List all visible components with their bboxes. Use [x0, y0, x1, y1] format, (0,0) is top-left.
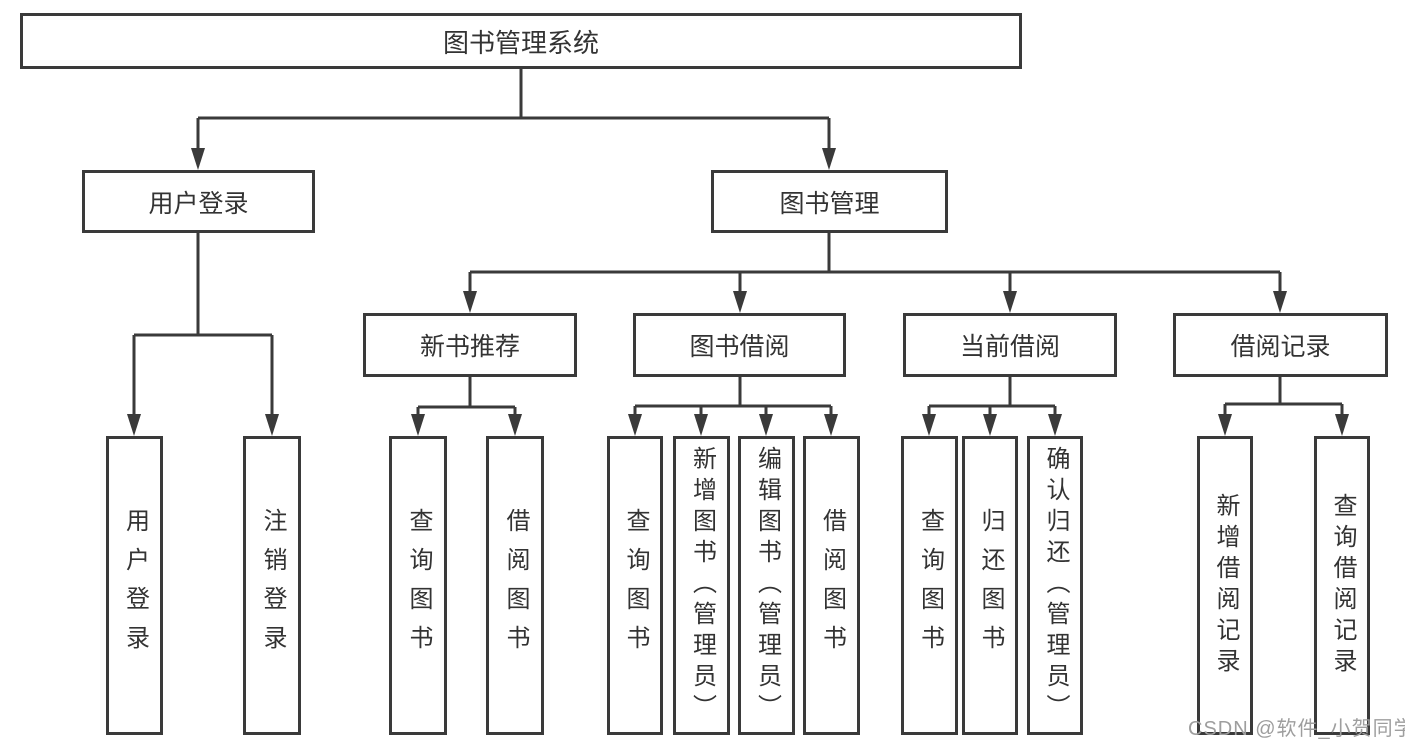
leaf-query-books-current-label: 查询图书	[916, 507, 944, 664]
csdn-watermark: CSDN @软件_小贺同学	[1188, 718, 1405, 740]
connector-newbook-to-leaves	[411, 377, 522, 436]
leaf-borrow-books-borrowing: 借阅图书	[803, 436, 860, 735]
leaf-add-borrow-record: 新增借阅记录	[1197, 436, 1253, 735]
node-book-management-branch-label: 图书管理	[779, 189, 880, 218]
node-library-system-label: 图书管理系统	[442, 27, 599, 58]
leaf-edit-book-admin: 编辑图书（管理员）	[738, 436, 795, 735]
node-borrow-records-label: 借阅记录	[1230, 333, 1331, 361]
leaf-add-book-admin-label: 新增图书（管理员）	[688, 446, 716, 725]
leaf-add-book-admin: 新增图书（管理员）	[673, 436, 730, 735]
leaf-query-books-recommend-label: 查询图书	[405, 507, 432, 664]
connector-login-to-leaves	[127, 233, 279, 436]
leaf-logout-label: 注销登录	[259, 507, 286, 664]
node-current-borrowing-label: 当前借阅	[959, 333, 1060, 361]
leaf-user-login-label: 用户登录	[121, 507, 149, 664]
node-new-book-recommend: 新书推荐	[363, 313, 577, 377]
connector-root-to-level1	[191, 69, 836, 170]
leaf-add-borrow-record-label: 新增借阅记录	[1212, 492, 1239, 679]
connector-currentborrow-to-leaves	[922, 377, 1062, 436]
connector-records-to-leaves	[1218, 377, 1349, 436]
leaf-user-login: 用户登录	[106, 436, 163, 735]
leaf-return-book-label: 归还图书	[977, 507, 1004, 664]
leaf-query-books-borrowing: 查询图书	[607, 436, 663, 735]
connector-bookmgmt-to-level2	[463, 233, 1287, 313]
leaf-query-books-current: 查询图书	[901, 436, 958, 735]
node-borrow-records: 借阅记录	[1173, 313, 1388, 377]
node-new-book-recommend-label: 新书推荐	[419, 333, 520, 361]
leaf-borrow-books-recommend: 借阅图书	[486, 436, 544, 735]
node-user-login-branch: 用户登录	[82, 170, 315, 233]
leaf-query-borrow-record: 查询借阅记录	[1314, 436, 1370, 735]
leaf-query-books-borrowing-label: 查询图书	[622, 507, 649, 664]
leaf-confirm-return-admin-label: 确认归还（管理员）	[1042, 446, 1069, 725]
leaf-return-book: 归还图书	[962, 436, 1018, 735]
node-book-borrowing: 图书借阅	[633, 313, 846, 377]
node-book-management-branch: 图书管理	[711, 170, 948, 233]
node-user-login-branch-label: 用户登录	[148, 189, 249, 218]
leaf-borrow-books-recommend-label: 借阅图书	[502, 507, 529, 664]
leaf-confirm-return-admin: 确认归还（管理员）	[1027, 436, 1083, 735]
leaf-query-books-recommend: 查询图书	[389, 436, 447, 735]
node-library-system: 图书管理系统	[20, 13, 1022, 69]
leaf-edit-book-admin-label: 编辑图书（管理员）	[753, 446, 781, 725]
node-book-borrowing-label: 图书借阅	[689, 333, 790, 361]
leaf-query-borrow-record-label: 查询借阅记录	[1329, 492, 1356, 679]
leaf-borrow-books-borrowing-label: 借阅图书	[818, 507, 846, 664]
node-current-borrowing: 当前借阅	[903, 313, 1117, 377]
leaf-logout: 注销登录	[243, 436, 301, 735]
connector-bookborrow-to-leaves	[628, 377, 838, 436]
